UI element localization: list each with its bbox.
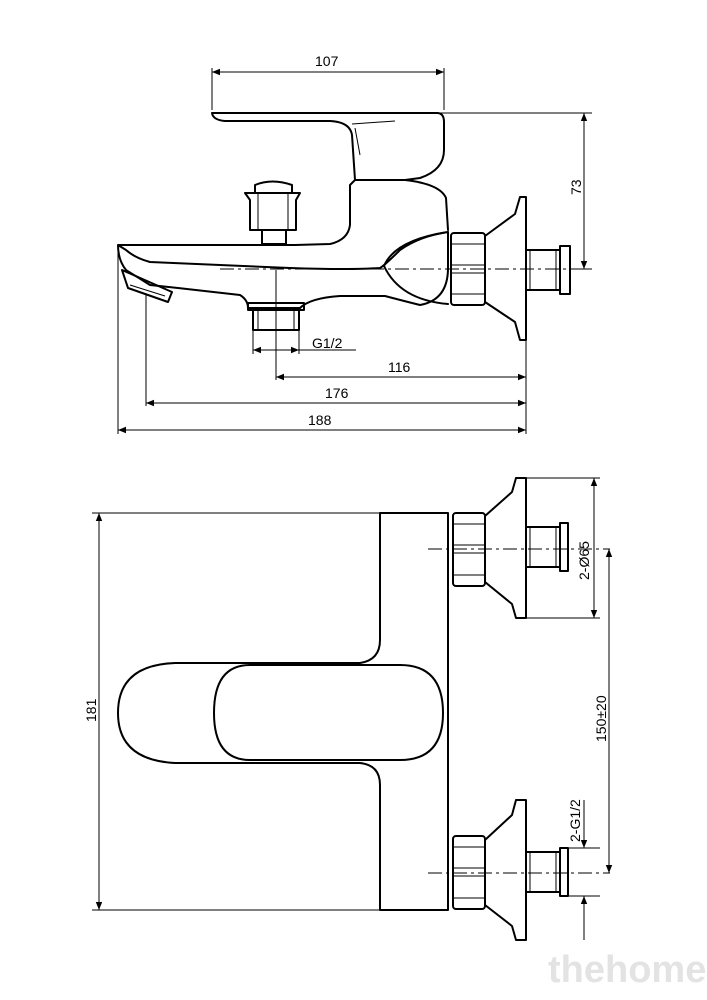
upper-flange [484,477,527,619]
dimension-lines-top: 107 73 G1/2 116 176 188 [117,53,592,434]
watermark-logo: thehome [548,949,706,991]
dim-107: 107 [315,53,339,69]
lower-inlet [525,847,569,897]
dim-176: 176 [325,385,349,401]
inlet-pipe [525,245,571,295]
handle-neck [294,179,356,246]
handle-lever [211,112,445,181]
upper-inlet [525,522,569,572]
lower-flange [484,799,527,941]
dim-73: 73 [568,179,584,195]
body-outline [117,512,449,911]
dim-188: 188 [308,412,332,428]
dimension-lines-bottom: 181 2-Ø65 150±20 2-G1/2 [83,477,613,940]
dim-181: 181 [83,698,99,722]
side-view [117,112,575,341]
diverter-knob [244,180,301,245]
dim-2-d65: 2-Ø65 [576,541,592,580]
dim-g12: G1/2 [312,335,343,351]
spout-outlet [121,269,173,303]
dim-2-g12: 2-G1/2 [567,799,583,842]
dim-150-20: 150±20 [593,695,609,742]
lever-oval [213,664,444,761]
dim-116: 116 [388,359,411,375]
top-view [117,477,610,941]
